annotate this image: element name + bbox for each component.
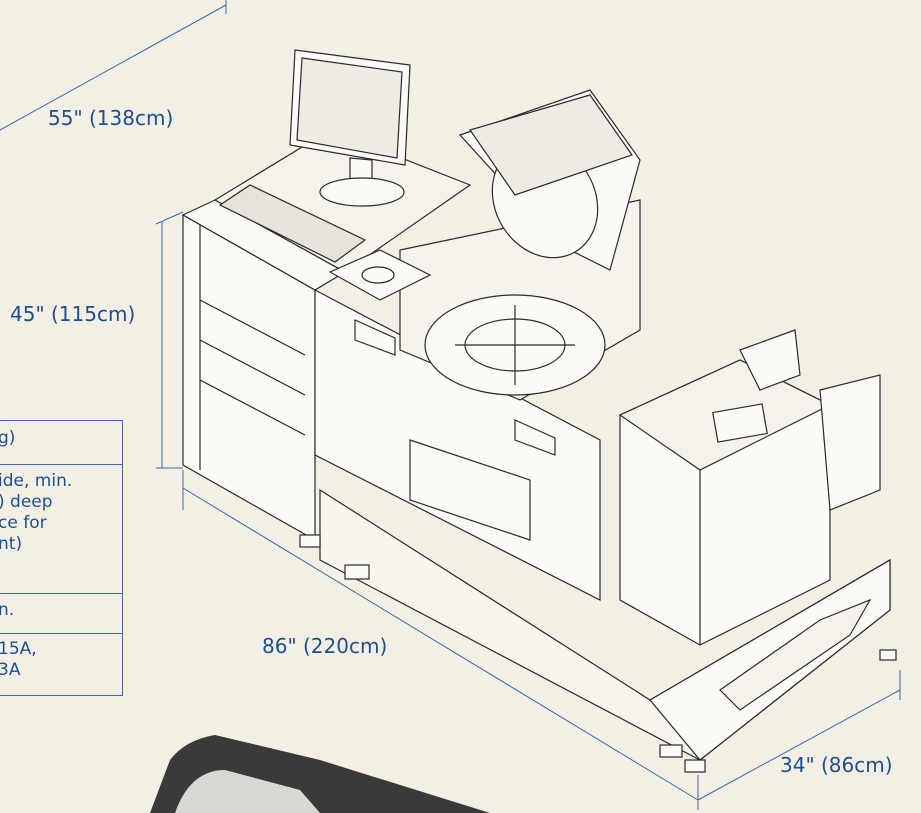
spec-text: n. [0,600,15,620]
spec-text: ide, min. [0,471,73,491]
spec-text: 3A [0,660,21,680]
spec-text: nt) [0,534,23,554]
spec-table: g) ide, min. ) deep ce for nt) n. 15A, 3… [0,420,123,696]
spec-text: g) [0,428,16,448]
machine-body [181,49,897,773]
dimension-length-label: 86" (220cm) [262,634,388,658]
spec-row: g) [0,421,122,465]
dimension-height-label: 45" (115cm) [10,302,136,326]
spec-text: ) deep [0,492,53,512]
dimension-lines [0,0,901,810]
spec-row: n. [0,594,122,634]
spec-row: 15A, 3A [0,633,122,699]
dimension-depth-label: 34" (86cm) [780,753,893,777]
spec-row: ide, min. ) deep ce for nt) [0,465,122,594]
dimension-width-label: 55" (138cm) [48,106,174,130]
spec-text: ce for [0,513,47,533]
spec-text: 15A, [0,639,37,659]
